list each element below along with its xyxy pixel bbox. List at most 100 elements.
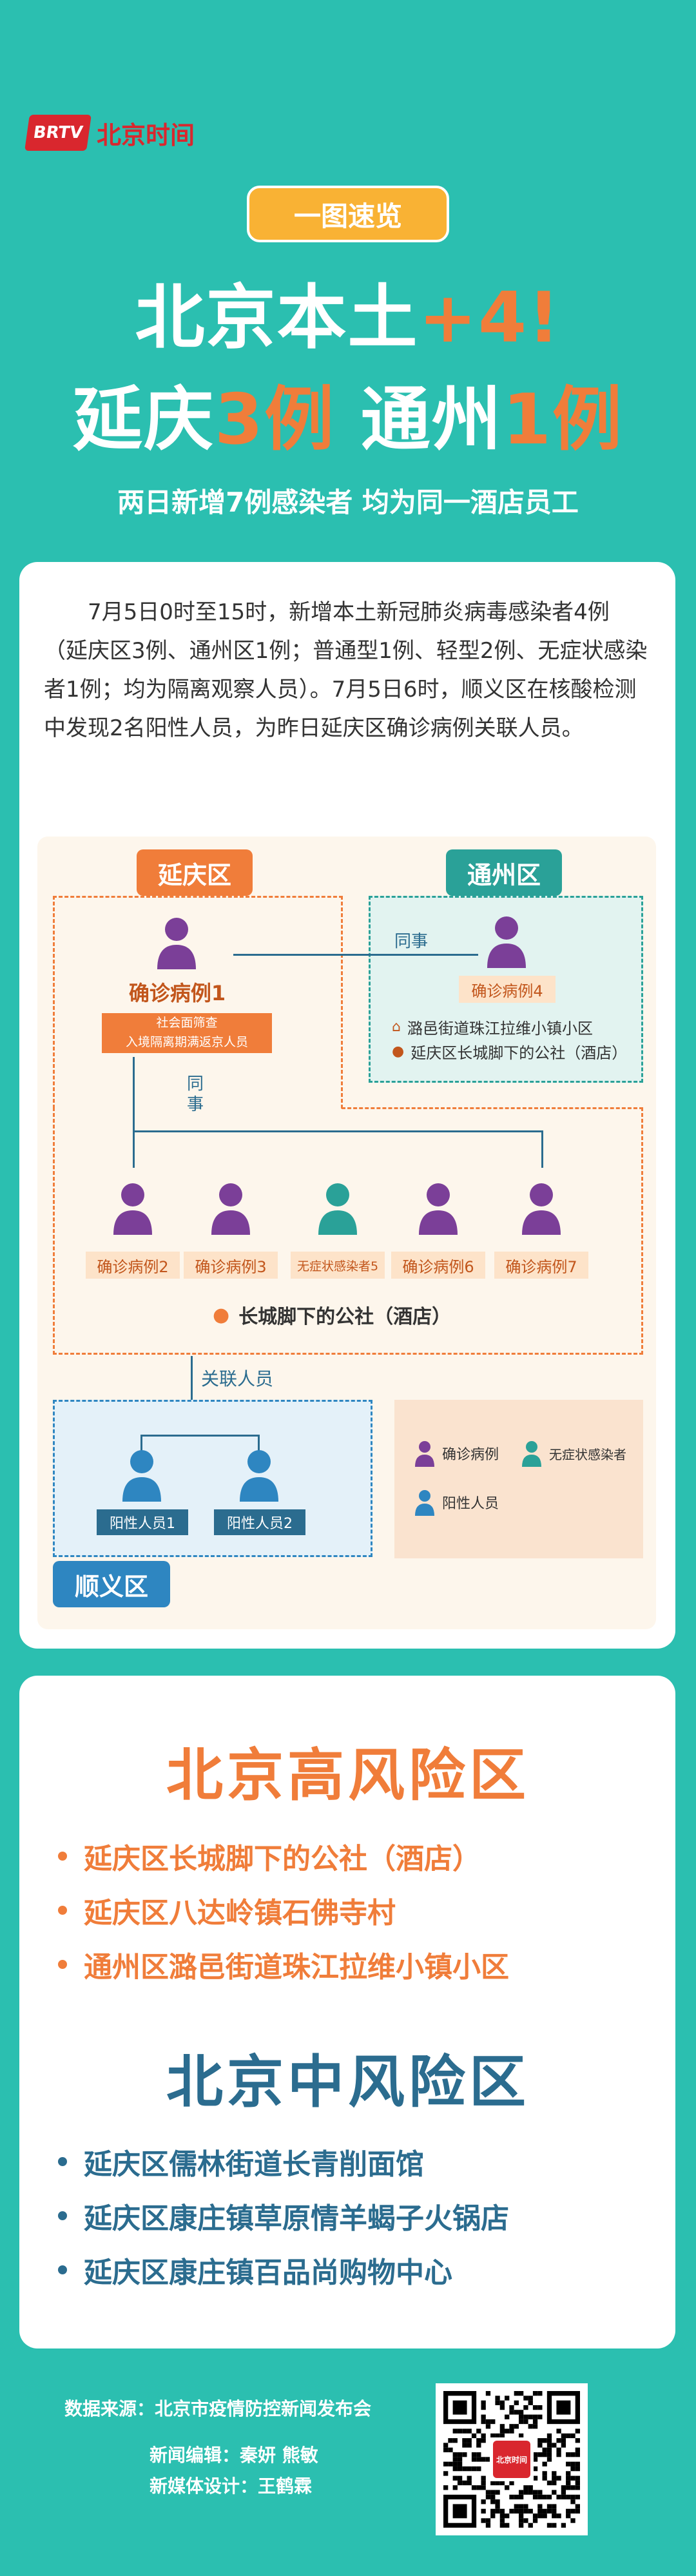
bullet-dot-icon [58, 2211, 67, 2220]
yanqing-label: 延庆区 [137, 849, 253, 896]
yanqing-box-join [342, 1107, 643, 1109]
colleague-line [233, 954, 478, 956]
yanqing-box-bottom [53, 1107, 643, 1355]
shunyi-branch [140, 1435, 258, 1437]
home-icon: ⌂ [392, 1019, 401, 1035]
confirmed-person-icon [419, 1183, 458, 1235]
tree-drop-1 [133, 1130, 135, 1168]
risk-item-text: 延庆区八达岭镇石佛寺村 [84, 1897, 396, 1930]
related-line [191, 1356, 193, 1436]
tree-horizontal [133, 1130, 541, 1132]
confirmed-person-icon [113, 1183, 152, 1235]
hotel-row: ● 长城脚下的公社（酒店） [213, 1301, 451, 1329]
case-label: 无症状感染者5 [291, 1252, 385, 1279]
case-label: 确诊病例3 [184, 1252, 278, 1279]
qr-logo: 北京时间 [490, 2437, 534, 2481]
case-label: 确诊病例7 [494, 1252, 588, 1279]
headline-line2: 延庆3例 通州1例 [0, 385, 696, 455]
legend [394, 1400, 643, 1558]
tz-addr1: 潞邑街道珠江拉维小镇小区 [407, 1020, 593, 1038]
headline-plus4: +4! [418, 278, 561, 358]
yanqing-box-top [53, 896, 343, 1109]
intro-text: 7月5日0时至15时，新增本土新冠肺炎病毒感染者4例（延庆区3例、通州区1例；普… [44, 599, 648, 741]
legend-asym-label: 无症状感染者 [549, 1446, 626, 1462]
asymptomatic-person-icon [318, 1183, 357, 1235]
legend-positive-label: 阳性人员 [442, 1496, 499, 1512]
qr-code[interactable]: 北京时间 [436, 2383, 588, 2535]
brand-name: 北京时间 [97, 121, 195, 150]
case1-note-line1: 社会面筛查 [156, 1016, 218, 1030]
legend-confirmed: 确诊病例 [414, 1440, 499, 1467]
footer-editor: 新闻编辑：秦妍 熊敏 [150, 2445, 318, 2466]
case1-label: 确诊病例1 [128, 981, 226, 1005]
high-risk-title: 北京高风险区 [166, 1742, 530, 1808]
location-pin-icon: ● [213, 1303, 230, 1326]
risk-item-text: 延庆区儒林街道长青削面馆 [84, 2148, 424, 2181]
colleague-label: 同事 [394, 932, 429, 951]
risk-item-text: 通州区潞邑街道珠江拉维小镇小区 [84, 1951, 509, 1984]
shunyi-drop-1 [140, 1435, 142, 1454]
case1-note-line2: 入境隔离期满返京人员 [125, 1035, 248, 1049]
tz-addr1-row: ⌂ 潞邑街道珠江拉维小镇小区 [392, 1016, 593, 1038]
subtitle: 两日新增7例感染者 均为同一酒店员工 [117, 487, 579, 518]
legend-positive: 阳性人员 [414, 1489, 499, 1516]
positive-person-icon [415, 1490, 434, 1516]
risk-card [19, 1676, 675, 2348]
bullet-dot-icon [58, 2157, 67, 2166]
case-label: 确诊病例6 [391, 1252, 485, 1279]
risk-item: 延庆区儒林街道长青削面馆 [58, 2141, 424, 2182]
tz-addr2: 延庆区长城脚下的公社（酒店） [411, 1044, 628, 1062]
colleague-char1: 同 [187, 1074, 204, 1094]
headline-yanqing: 延庆 [73, 380, 215, 460]
asymptomatic-person-icon [522, 1441, 541, 1467]
bullet-dot-icon [58, 1960, 67, 1969]
case1-note: 社会面筛查 入境隔离期满返京人员 [102, 1013, 272, 1053]
colleague-vertical-label: 同 事 [187, 1074, 204, 1115]
shunyi-label: 顺义区 [53, 1561, 170, 1607]
hotel-name: 长城脚下的公社（酒店） [238, 1306, 452, 1328]
bullet-dot-icon [58, 1906, 67, 1915]
brand: BRTV 北京时间 [24, 115, 195, 151]
risk-item-text: 延庆区长城脚下的公社（酒店） [84, 1843, 481, 1875]
risk-item: 延庆区康庄镇百品尚购物中心 [58, 2249, 452, 2290]
positive2-person-icon [240, 1450, 278, 1502]
bullet-dot-icon [58, 2265, 67, 2274]
tongzhou-label: 通州区 [446, 849, 562, 896]
risk-item: 通州区潞邑街道珠江拉维小镇小区 [58, 1944, 509, 1985]
brtv-logo: BRTV [24, 115, 92, 151]
risk-item-text: 延庆区康庄镇草原情羊蝎子火锅店 [84, 2202, 509, 2235]
headline-tongzhou-count: 1例 [502, 380, 623, 460]
footer-designer: 新媒体设计：王鹤霖 [150, 2475, 313, 2497]
case4-label: 确诊病例4 [459, 976, 556, 1003]
headline-yanqing-count: 3例 [215, 380, 336, 460]
qr-logo-text: 北京时间 [493, 2441, 530, 2478]
bullet-dot-icon [58, 1852, 67, 1861]
confirmed-person-icon [415, 1441, 434, 1467]
badge: 一图速览 [247, 186, 449, 242]
shunyi-drop-2 [258, 1435, 260, 1454]
risk-item: 延庆区康庄镇草原情羊蝎子火锅店 [58, 2195, 509, 2236]
tz-addr2-row: ● 延庆区长城脚下的公社（酒店） [392, 1040, 627, 1063]
positive2-label: 阳性人员2 [214, 1509, 305, 1535]
location-pin-icon: ● [392, 1043, 405, 1060]
risk-item: 延庆区八达岭镇石佛寺村 [58, 1890, 396, 1931]
tree-drop-5 [541, 1130, 543, 1168]
confirmed-person-icon [522, 1183, 561, 1235]
confirmed-person-icon [211, 1183, 250, 1235]
headline-beijing: 北京本土 [135, 278, 419, 358]
legend-confirmed-label: 确诊病例 [442, 1447, 499, 1463]
colleague-char2: 事 [187, 1095, 204, 1114]
case-label: 确诊病例2 [86, 1252, 180, 1279]
legend-asym: 无症状感染者 [521, 1440, 626, 1467]
case1-person-icon [157, 918, 196, 969]
mid-risk-title: 北京中风险区 [166, 2049, 530, 2115]
positive1-label: 阳性人员1 [97, 1509, 188, 1535]
risk-item: 延庆区长城脚下的公社（酒店） [58, 1835, 481, 1877]
headline-tongzhou: 通州 [335, 380, 503, 460]
tree-vertical [133, 1057, 135, 1132]
headline-line1: 北京本土+4! [0, 284, 696, 353]
risk-item-text: 延庆区康庄镇百品尚购物中心 [84, 2256, 452, 2289]
positive1-person-icon [122, 1450, 161, 1502]
footer-source: 数据来源：北京市疫情防控新闻发布会 [64, 2398, 372, 2419]
case4-person-icon [487, 916, 526, 968]
